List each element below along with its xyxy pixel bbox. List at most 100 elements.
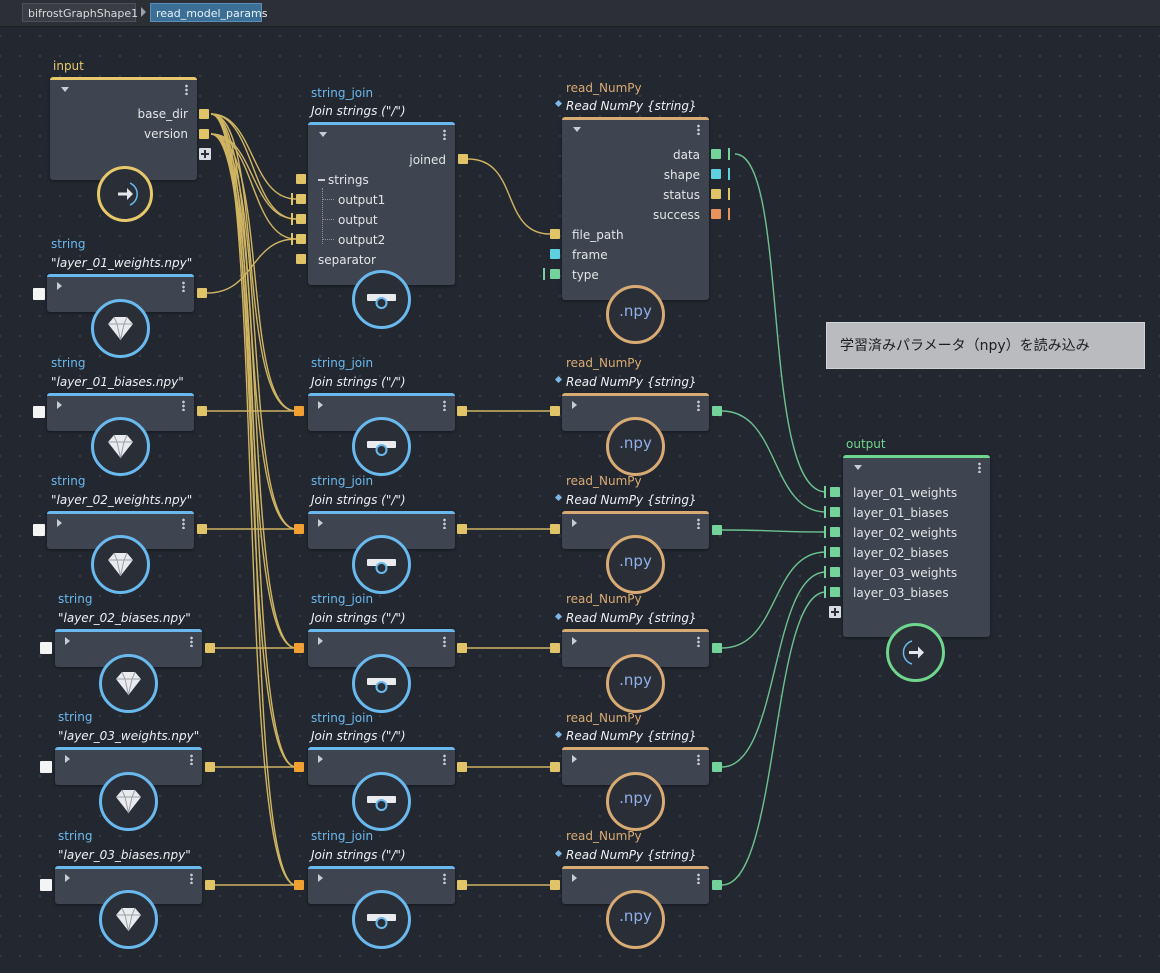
read-output-port[interactable] (712, 880, 722, 890)
collapse-group-icon[interactable] (318, 179, 325, 181)
string-node-checkbox[interactable] (40, 879, 52, 891)
string-output-port[interactable] (205, 643, 215, 653)
more-options-icon[interactable] (443, 636, 446, 647)
breadcrumb-current[interactable]: read_model_params (150, 3, 267, 22)
breadcrumb-root[interactable]: bifrostGraphShape1 (22, 3, 138, 22)
string-node-checkbox[interactable] (40, 642, 52, 654)
collapse-icon[interactable] (573, 127, 581, 132)
more-options-icon[interactable] (978, 462, 981, 473)
more-options-icon[interactable] (190, 873, 193, 884)
more-options-icon[interactable] (443, 129, 446, 140)
more-options-icon[interactable] (697, 636, 700, 647)
add-port-icon[interactable] (199, 148, 211, 160)
port-label-layer-02-biases: layer_02_biases (853, 546, 949, 560)
more-options-icon[interactable] (697, 518, 700, 529)
port-type[interactable] (550, 269, 560, 279)
string-output-port[interactable] (205, 880, 215, 890)
port-frame[interactable] (550, 249, 560, 259)
port-base-dir[interactable] (199, 109, 209, 119)
port-label-output1: output1 (338, 193, 386, 207)
port-file-path[interactable] (550, 229, 560, 239)
string-output-port[interactable] (197, 406, 207, 416)
port-shape[interactable] (711, 169, 721, 179)
port-output[interactable] (296, 214, 306, 224)
collapse-icon[interactable] (854, 465, 862, 470)
string-node-checkbox[interactable] (40, 761, 52, 773)
npy-file-icon: .npy (606, 654, 665, 713)
read-output-port[interactable] (712, 406, 722, 416)
read-input-port[interactable] (550, 524, 560, 534)
port-output2[interactable] (296, 234, 306, 244)
read-output-port[interactable] (712, 762, 722, 772)
join-input-port[interactable] (294, 880, 304, 890)
join-icon (352, 654, 411, 713)
join-input-port[interactable] (294, 762, 304, 772)
string-node-value: "layer_01_biases.npy" (51, 375, 184, 389)
port-layer-02-weights[interactable] (830, 527, 840, 537)
string-node-type: string (51, 474, 86, 488)
read-input-port[interactable] (550, 762, 560, 772)
more-options-icon[interactable] (697, 124, 700, 135)
port-layer-01-weights[interactable] (830, 487, 840, 497)
read-input-port[interactable] (550, 406, 560, 416)
string-node-checkbox[interactable] (33, 524, 45, 536)
port-joined[interactable] (458, 154, 468, 164)
more-options-icon[interactable] (190, 754, 193, 765)
more-options-icon[interactable] (443, 518, 446, 529)
output-node[interactable]: layer_01_weights layer_01_biases layer_0… (843, 455, 990, 637)
more-options-icon[interactable] (697, 754, 700, 765)
more-options-icon[interactable] (182, 281, 185, 292)
string-output-port[interactable] (197, 288, 207, 298)
join-output-port[interactable] (457, 880, 467, 890)
port-label-layer-03-weights: layer_03_weights (853, 566, 958, 580)
port-output1[interactable] (296, 194, 306, 204)
string-node-value: "layer_03_weights.npy" (58, 729, 200, 743)
read-numpy-node[interactable] (562, 747, 709, 785)
string-output-port[interactable] (205, 762, 215, 772)
port-status[interactable] (711, 189, 721, 199)
port-strings[interactable] (296, 174, 306, 184)
output-arrow-icon (886, 623, 945, 682)
diamond-icon (91, 535, 150, 594)
more-options-icon[interactable] (697, 400, 700, 411)
read-input-port[interactable] (550, 880, 560, 890)
join-output-port[interactable] (457, 406, 467, 416)
string-node-checkbox[interactable] (33, 406, 45, 418)
join-input-port[interactable] (294, 643, 304, 653)
read-numpy-node[interactable]: data shape status success file_path fram… (562, 117, 709, 300)
join-node-label: Join strings ("/") (311, 848, 406, 862)
collapse-icon[interactable] (319, 132, 327, 137)
port-success[interactable] (711, 209, 721, 219)
join-output-port[interactable] (457, 762, 467, 772)
port-layer-01-biases[interactable] (830, 507, 840, 517)
join-input-port[interactable] (294, 524, 304, 534)
more-options-icon[interactable] (443, 873, 446, 884)
more-options-icon[interactable] (443, 400, 446, 411)
input-node[interactable]: base_dir version (50, 77, 197, 180)
string-join-node[interactable]: joined strings output1 output output2 se… (308, 122, 455, 285)
port-separator[interactable] (296, 254, 306, 264)
more-options-icon[interactable] (443, 754, 446, 765)
string-node-type: string (51, 237, 86, 251)
more-options-icon[interactable] (182, 400, 185, 411)
read-input-port[interactable] (550, 643, 560, 653)
string-node-checkbox[interactable] (33, 288, 45, 300)
port-layer-03-biases[interactable] (830, 587, 840, 597)
port-data[interactable] (711, 149, 721, 159)
port-version[interactable] (199, 129, 209, 139)
string-output-port[interactable] (197, 524, 207, 534)
join-input-port[interactable] (294, 406, 304, 416)
more-options-icon[interactable] (190, 636, 193, 647)
port-layer-02-biases[interactable] (830, 547, 840, 557)
more-options-icon[interactable] (182, 518, 185, 529)
more-options-icon[interactable] (185, 84, 188, 95)
comment-box[interactable]: 学習済みパラメータ（npy）を読み込み (826, 322, 1145, 369)
read-output-port[interactable] (712, 525, 722, 535)
more-options-icon[interactable] (697, 873, 700, 884)
join-output-port[interactable] (457, 643, 467, 653)
collapse-icon[interactable] (61, 87, 69, 92)
read-output-port[interactable] (712, 643, 722, 653)
port-layer-03-weights[interactable] (830, 567, 840, 577)
add-port-icon[interactable] (829, 606, 841, 618)
join-output-port[interactable] (457, 524, 467, 534)
